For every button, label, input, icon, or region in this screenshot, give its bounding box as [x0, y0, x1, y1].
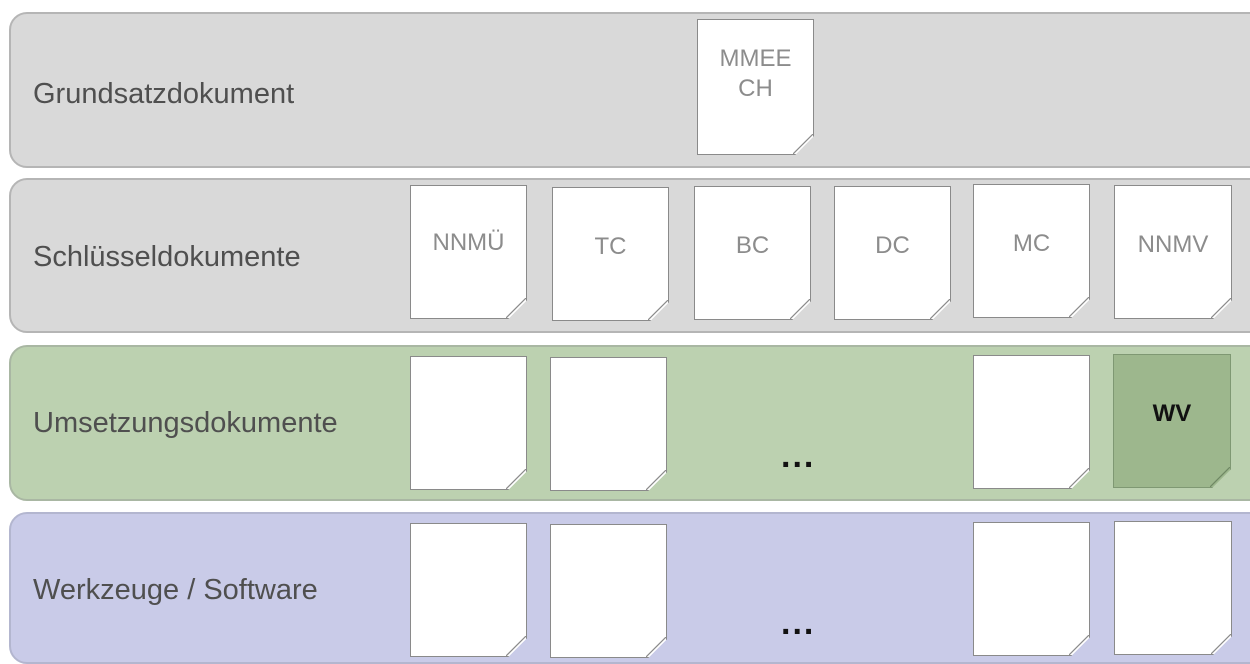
page-fold-icon — [506, 298, 526, 318]
page-fold-icon — [930, 299, 950, 319]
page-fold-icon — [790, 299, 810, 319]
band-label: Werkzeuge / Software — [33, 574, 318, 606]
document-mc: MC — [973, 184, 1090, 318]
band-label: Umsetzungsdokumente — [33, 407, 338, 439]
band-label: Schlüsseldokumente — [33, 241, 301, 273]
document-blank — [410, 356, 527, 490]
document-mmeech: MMEE CH — [697, 19, 814, 155]
document-label: TC — [594, 233, 627, 260]
more-tools-ellipsis: ... — [781, 604, 816, 642]
document-blank — [410, 523, 527, 657]
page-fold-icon — [793, 134, 813, 154]
page-fold-icon — [648, 300, 668, 320]
page-fold-icon — [506, 636, 526, 656]
page-fold-icon — [1069, 468, 1089, 488]
document-nnmue: NNMÜ — [410, 185, 527, 319]
page-fold-icon — [1069, 297, 1089, 317]
document-blank — [550, 524, 667, 658]
document-bc: BC — [694, 186, 811, 320]
page-fold-icon — [506, 469, 526, 489]
page-fold-icon — [1069, 635, 1089, 655]
band-label: Grundsatzdokument — [33, 78, 295, 110]
document-blank — [1114, 521, 1232, 655]
document-wv: WV — [1113, 354, 1231, 488]
more-documents-ellipsis: ... — [781, 437, 816, 475]
page-fold-icon — [646, 637, 666, 657]
document-label: BC — [735, 232, 770, 259]
document-blank — [973, 355, 1090, 489]
document-label: MC — [1012, 230, 1051, 257]
document-label: NNMÜ — [432, 229, 505, 256]
document-dc: DC — [834, 186, 951, 320]
document-label: NNMV — [1137, 231, 1209, 258]
document-tc: TC — [552, 187, 669, 321]
document-label: WV — [1152, 400, 1192, 427]
page-fold-icon — [1211, 298, 1231, 318]
document-blank — [550, 357, 667, 491]
document-nnmv: NNMV — [1114, 185, 1232, 319]
band-grundsatzdokument: Grundsatzdokument — [9, 12, 1250, 168]
page-fold-icon — [1211, 634, 1231, 654]
document-label: DC — [875, 232, 910, 259]
document-label: MMEE CH — [719, 45, 792, 102]
page-fold-icon — [1210, 467, 1230, 487]
page-fold-icon — [646, 470, 666, 490]
document-blank — [973, 522, 1090, 656]
